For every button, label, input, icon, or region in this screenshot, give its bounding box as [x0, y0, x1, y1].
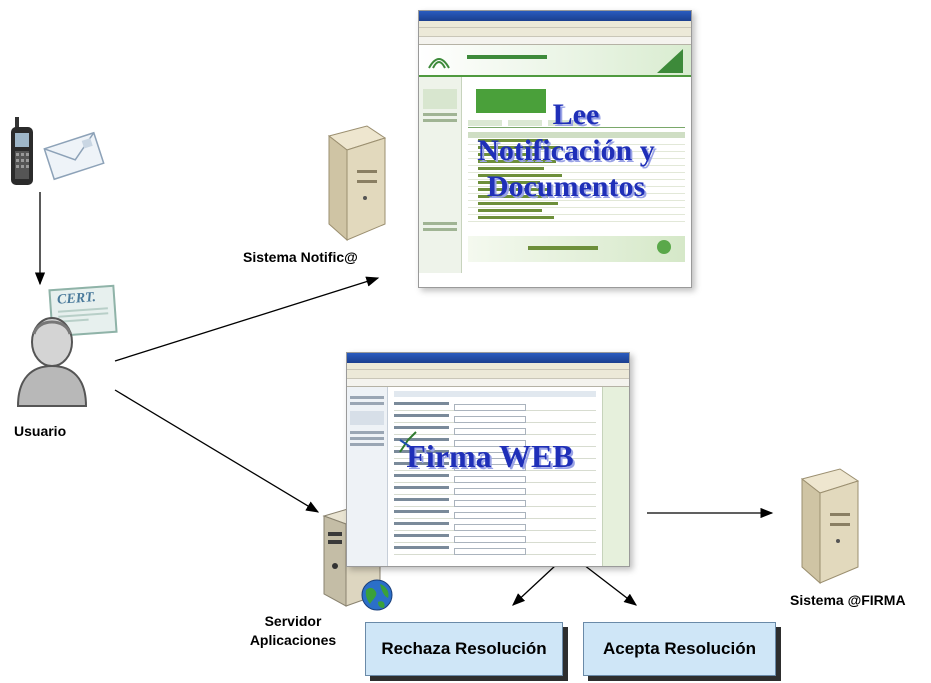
firma-web-overlay: Firma WEB — [406, 438, 574, 474]
arrow-user-to-servidor — [114, 389, 320, 513]
firma-web-browser-screenshot — [346, 352, 630, 567]
arrow-firma-to-acepta — [583, 564, 638, 606]
arrow-user-to-notifica — [114, 276, 380, 362]
acepta-resolucion-box: Acepta Resolución — [583, 622, 776, 676]
certificate-label: CERT. — [56, 290, 97, 308]
junta-logo-icon — [428, 58, 450, 69]
mobile-phone-icon — [11, 117, 33, 185]
notifica-server-icon — [327, 125, 387, 242]
rechaza-resolucion-box: Rechaza Resolución — [365, 622, 563, 676]
acepta-resolucion-label: Acepta Resolución — [602, 639, 757, 658]
globe-icon — [361, 579, 393, 611]
sistema-firma-label: Sistema @FIRMA — [790, 592, 906, 608]
notifica-browser-screenshot — [418, 10, 692, 288]
servidor-label-line1: Servidor — [264, 613, 322, 629]
rechaza-resolucion-label: Rechaza Resolución — [381, 639, 547, 658]
servidor-label-line2: Aplicaciones — [249, 632, 337, 648]
usuario-label: Usuario — [14, 423, 67, 439]
lee-line3: Documentos — [486, 170, 646, 203]
servidor-aplicaciones-label: Servidor Aplicaciones — [243, 612, 343, 650]
lee-line1: Lee — [552, 98, 600, 131]
sistema-notifica-label: Sistema Notific@ — [243, 249, 358, 265]
signature-pen-icon — [399, 431, 417, 453]
firma-server-icon — [800, 468, 860, 585]
envelope-icon — [43, 131, 105, 181]
arrow-firma-to-rechaza — [512, 564, 557, 606]
user-avatar-icon — [16, 317, 88, 407]
lee-notificacion-overlay: Lee Notificación y Documentos — [438, 100, 694, 202]
lee-line2: Notificación y — [477, 134, 655, 167]
